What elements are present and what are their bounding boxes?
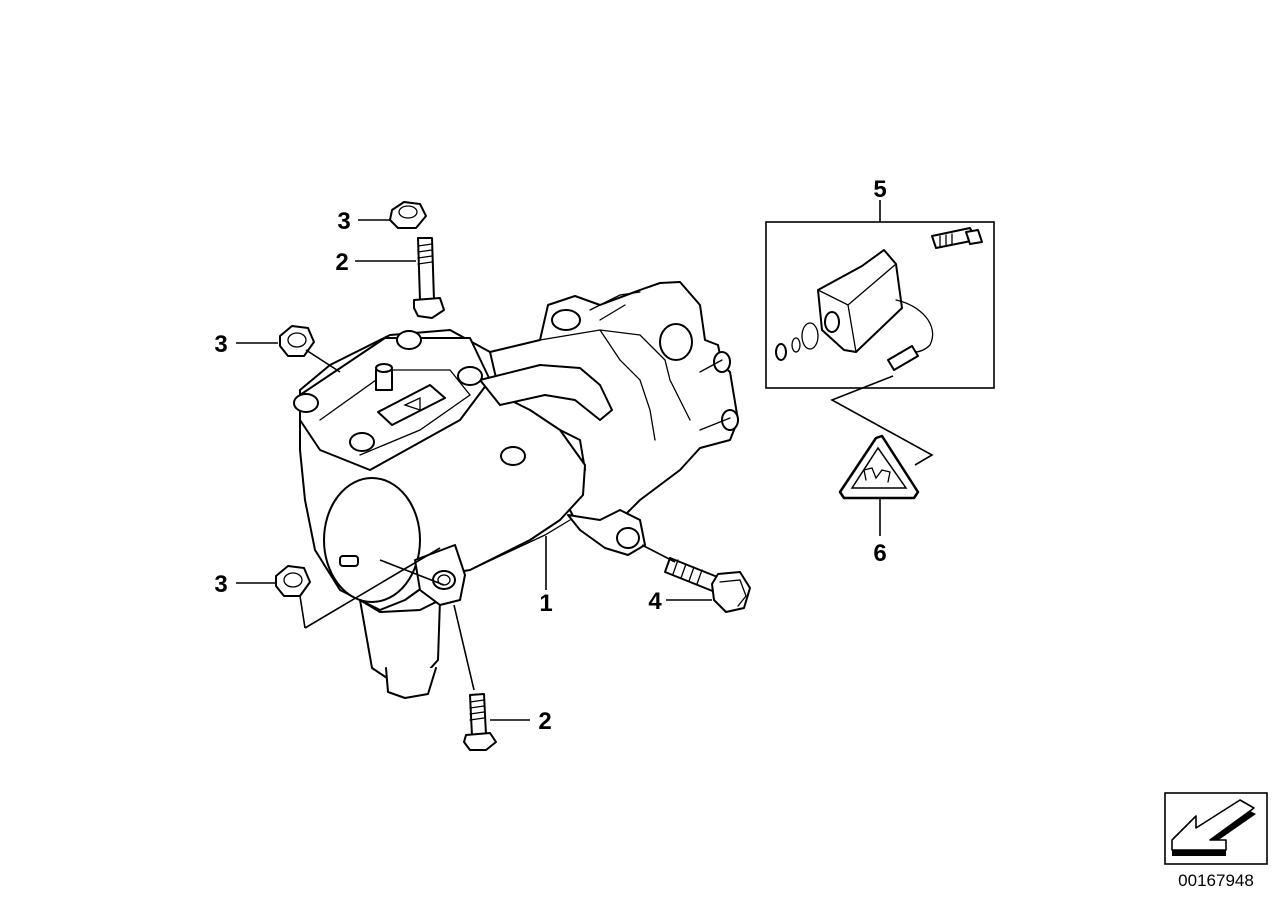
- bolt-top: [413, 237, 445, 319]
- document-number: 00167948: [1178, 871, 1254, 890]
- kit-frame: [765, 221, 995, 389]
- cover-bolt-heads: [293, 330, 526, 466]
- nut-lower: [275, 565, 311, 597]
- callout-3-top: 3: [337, 208, 350, 235]
- nut-top: [389, 201, 427, 229]
- callout-1: 1: [539, 590, 552, 617]
- callout-2-bottom: 2: [538, 708, 551, 735]
- callout-3-left: 3: [214, 331, 227, 358]
- solenoid-valve-kit: [765, 221, 995, 389]
- front-direction-arrow-icon: [1164, 792, 1268, 865]
- callout-6: 6: [873, 540, 886, 567]
- nut-left: [279, 325, 315, 357]
- warning-triangle-icon: [838, 434, 920, 500]
- bolt-right: [664, 557, 751, 613]
- bolt-bottom: [463, 693, 497, 751]
- callout-4: 4: [648, 588, 662, 615]
- steering-gear-box: [293, 281, 739, 699]
- callout-3-lower: 3: [214, 571, 227, 598]
- callout-2-top: 2: [335, 249, 348, 276]
- callout-5: 5: [873, 176, 886, 203]
